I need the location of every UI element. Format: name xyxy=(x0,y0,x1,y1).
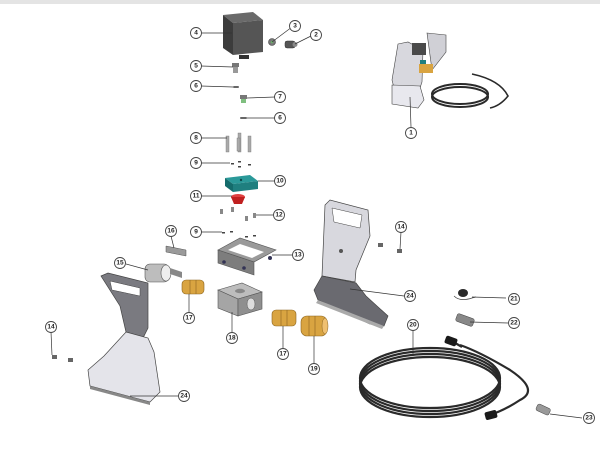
svg-text:4: 4 xyxy=(194,30,198,37)
red-seal-part xyxy=(231,194,245,204)
callout-20[interactable]: 20 xyxy=(407,319,419,331)
callout-14[interactable]: 14 xyxy=(45,321,57,333)
svg-text:14: 14 xyxy=(397,224,405,231)
svg-text:11: 11 xyxy=(193,193,200,200)
callout-8[interactable]: 8 xyxy=(190,132,202,144)
plug-green-part xyxy=(240,95,247,103)
svg-text:13: 13 xyxy=(294,252,302,259)
svg-text:9: 9 xyxy=(194,229,198,236)
svg-text:23: 23 xyxy=(585,415,593,422)
callout-14[interactable]: 14 xyxy=(395,221,407,233)
cap-part xyxy=(453,289,477,300)
cable-connector xyxy=(484,410,498,420)
cable-connector xyxy=(444,335,458,347)
stand-plate-part xyxy=(87,272,161,405)
callout-11[interactable]: 11 xyxy=(190,190,202,202)
svg-text:3: 3 xyxy=(293,23,297,30)
connector-part xyxy=(455,313,475,327)
svg-text:24: 24 xyxy=(406,293,414,300)
svg-text:18: 18 xyxy=(228,335,236,342)
callout-6[interactable]: 6 xyxy=(190,80,202,92)
stand-plate-part xyxy=(313,199,389,329)
svg-text:19: 19 xyxy=(310,366,318,373)
brass-fitting-part xyxy=(181,279,205,295)
svg-text:6: 6 xyxy=(194,83,198,90)
callout-10[interactable]: 10 xyxy=(274,175,286,187)
svg-text:10: 10 xyxy=(276,178,284,185)
svg-text:20: 20 xyxy=(409,322,417,329)
svg-text:2: 2 xyxy=(314,32,318,39)
callout-17[interactable]: 17 xyxy=(183,312,195,324)
callout-13[interactable]: 13 xyxy=(292,249,304,261)
swivel-clamp-part xyxy=(144,263,182,283)
svg-text:8: 8 xyxy=(194,135,198,142)
callout-24[interactable]: 24 xyxy=(178,390,190,402)
callout-1[interactable]: 1 xyxy=(405,127,417,139)
complete-assembly-part xyxy=(391,32,509,109)
callout-7[interactable]: 7 xyxy=(274,91,286,103)
leader-lines xyxy=(50,26,583,419)
svg-text:17: 17 xyxy=(279,351,287,358)
svg-text:9: 9 xyxy=(194,160,198,167)
svg-text:22: 22 xyxy=(510,320,518,327)
callout-17[interactable]: 17 xyxy=(277,348,289,360)
manifold-block-part xyxy=(225,175,258,192)
svg-text:12: 12 xyxy=(275,212,283,219)
callout-3[interactable]: 3 xyxy=(289,20,301,32)
housing-box-part xyxy=(223,12,263,59)
brass-fitting-part xyxy=(271,309,297,327)
callout-9[interactable]: 9 xyxy=(190,157,202,169)
callout-22[interactable]: 22 xyxy=(508,317,520,329)
callout-12[interactable]: 12 xyxy=(273,209,285,221)
plug-part xyxy=(232,63,239,73)
clip-part xyxy=(165,245,187,257)
callout-4[interactable]: 4 xyxy=(190,27,202,39)
callout-18[interactable]: 18 xyxy=(226,332,238,344)
callout-24[interactable]: 24 xyxy=(404,290,416,302)
small-screws-part xyxy=(220,207,256,221)
distribution-block-part xyxy=(217,282,263,317)
callout-15[interactable]: 15 xyxy=(114,257,126,269)
fitting-part xyxy=(284,40,298,49)
svg-text:16: 16 xyxy=(167,228,175,235)
svg-text:6: 6 xyxy=(278,115,282,122)
o-ring-part xyxy=(240,117,247,119)
svg-text:24: 24 xyxy=(180,393,188,400)
screw-part xyxy=(52,243,402,362)
callout-23[interactable]: 23 xyxy=(583,412,595,424)
mounting-bracket-part xyxy=(217,237,277,276)
svg-text:7: 7 xyxy=(278,94,282,101)
callout-21[interactable]: 21 xyxy=(508,293,520,305)
o-ring-part xyxy=(233,86,239,88)
svg-text:15: 15 xyxy=(116,260,124,267)
svg-text:14: 14 xyxy=(47,324,55,331)
svg-text:5: 5 xyxy=(194,63,198,70)
callout-9[interactable]: 9 xyxy=(190,226,202,238)
screws-part xyxy=(225,132,252,153)
callout-19[interactable]: 19 xyxy=(308,363,320,375)
callout-16[interactable]: 16 xyxy=(165,225,177,237)
callout-2[interactable]: 2 xyxy=(310,29,322,41)
svg-text:1: 1 xyxy=(409,130,413,137)
svg-text:17: 17 xyxy=(185,315,193,322)
svg-text:21: 21 xyxy=(510,296,518,303)
top-divider xyxy=(0,0,600,4)
callout-6[interactable]: 6 xyxy=(274,112,286,124)
callout-5[interactable]: 5 xyxy=(190,60,202,72)
cable-part xyxy=(358,339,530,419)
connector-end-part xyxy=(535,403,551,416)
brass-fitting-large-part xyxy=(300,315,329,337)
washers-part xyxy=(222,161,256,238)
